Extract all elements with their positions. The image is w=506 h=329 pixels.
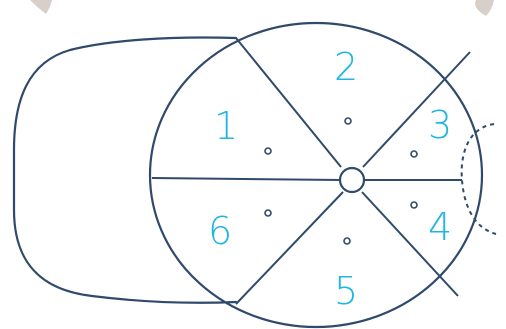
seam-top-left [236, 38, 341, 167]
panel-label-6: 6 [208, 209, 232, 253]
seam-top-right [363, 52, 470, 167]
panel-label-3: 3 [428, 103, 452, 147]
panel-label-1: 1 [214, 104, 238, 148]
top-button [340, 168, 364, 192]
panel-label-4: 4 [428, 205, 452, 249]
corner-mark-left [30, 0, 52, 14]
eyelet-panel-6 [265, 210, 271, 216]
seam-left [152, 178, 341, 180]
panel-label-5: 5 [334, 269, 358, 313]
eyelet-panel-2 [345, 118, 351, 124]
cap-crown-outline [150, 23, 482, 327]
cap-brim [14, 38, 236, 303]
eyelet-panel-4 [411, 202, 417, 208]
eyelet-panel-1 [265, 148, 271, 154]
seam-bottom-left [236, 192, 343, 304]
eyelet-panel-5 [344, 238, 350, 244]
corner-mark-right [475, 0, 494, 16]
panel-label-2: 2 [334, 45, 358, 89]
eyelet-panel-3 [411, 151, 417, 157]
